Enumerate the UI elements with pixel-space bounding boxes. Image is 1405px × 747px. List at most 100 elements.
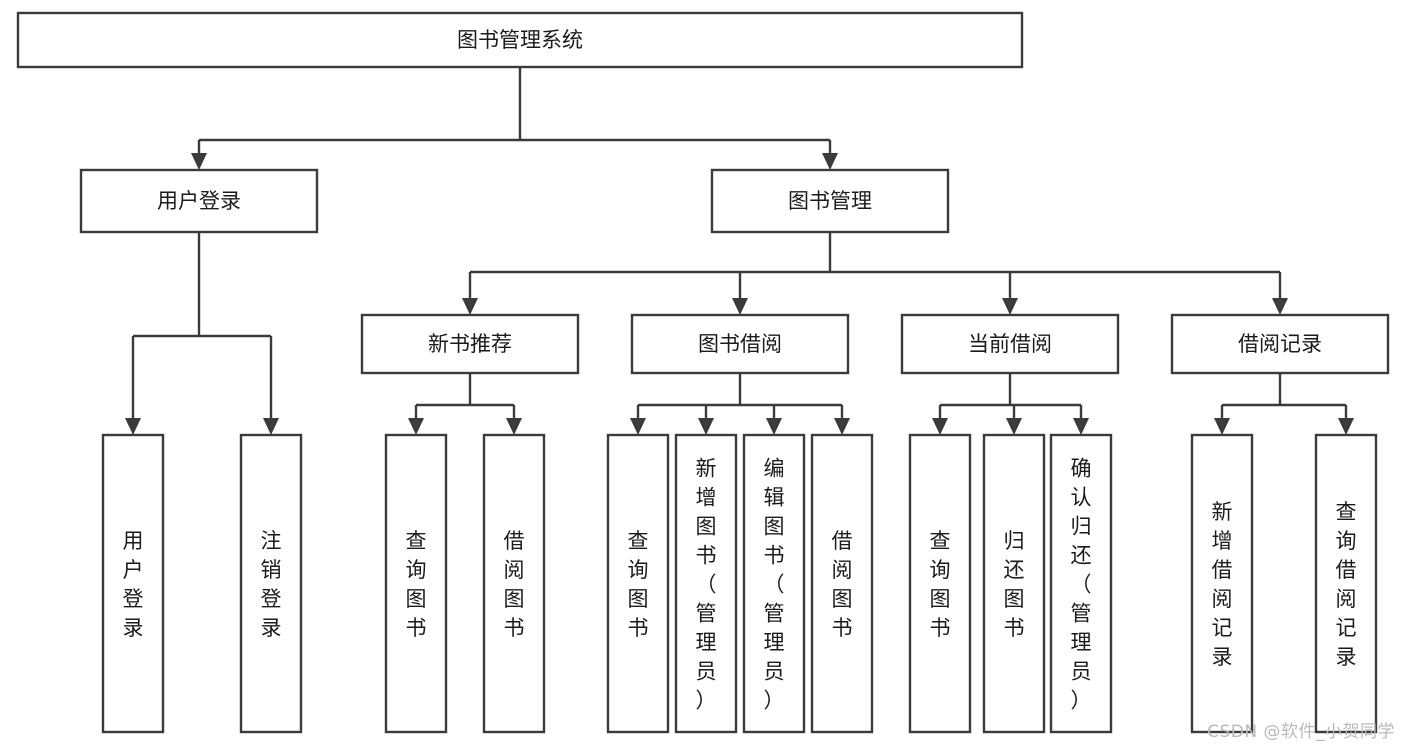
node-label-char: 借: [1336, 558, 1357, 582]
node-label-char: 查: [1336, 500, 1357, 524]
node-label-char: 员: [764, 660, 785, 684]
arrow-head-icon: [732, 298, 748, 315]
node-label-char: 询: [930, 558, 951, 582]
node-label-char: 图: [406, 587, 427, 611]
node-box-root[interactable]: [16, 11, 1024, 69]
node-label-char: 查: [628, 529, 649, 553]
arrow-head-icon: [1214, 418, 1230, 435]
node-box-leaf-borrow-book[interactable]: [810, 433, 874, 734]
node-label-char: 查: [930, 529, 951, 553]
edges-layer: [125, 67, 1354, 435]
arrow-head-icon: [630, 418, 646, 435]
node-label-char: 增: [1212, 529, 1233, 553]
node-label-char: ）: [1071, 689, 1092, 713]
node-box-leaf-user-logout[interactable]: [239, 433, 303, 734]
node-label-char: 录: [1336, 645, 1357, 669]
node-box-leaf-query-book-current[interactable]: [908, 433, 972, 734]
node-box-leaf-confirm-return-admin[interactable]: [1049, 433, 1113, 734]
node-label-char: 新: [696, 457, 717, 481]
node-box-leaf-query-book-borrow[interactable]: [606, 433, 670, 734]
node-box-leaf-query-book-recommend[interactable]: [384, 433, 448, 734]
node-label-char: 阅: [1212, 587, 1233, 611]
node-box-book-borrow[interactable]: [630, 313, 850, 375]
arrow-head-icon: [932, 418, 948, 435]
node-label-char: 还: [1004, 558, 1025, 582]
node-user-login[interactable]: 用户登录: [79, 168, 319, 234]
node-box-leaf-add-borrow-record[interactable]: [1190, 433, 1254, 734]
node-label-char: 员: [696, 660, 717, 684]
node-label-current-borrow: 当前借阅: [968, 332, 1052, 356]
node-label-book-borrow: 图书借阅: [698, 332, 782, 356]
node-label-char: 新: [1212, 500, 1233, 524]
node-label-char: （: [1071, 573, 1092, 597]
node-label-char: ）: [764, 689, 785, 713]
node-label-char: 书: [504, 616, 525, 640]
arrow-head-icon: [263, 418, 279, 435]
node-box-leaf-edit-book-admin[interactable]: [742, 433, 806, 734]
node-book-borrow[interactable]: 图书借阅: [630, 313, 850, 375]
node-label-char: 归: [1004, 529, 1025, 553]
arrow-head-icon: [125, 418, 141, 435]
node-label-char: 记: [1212, 616, 1233, 640]
node-label-char: 书: [1004, 616, 1025, 640]
node-new-book-recommend[interactable]: 新书推荐: [360, 313, 580, 375]
node-label-root: 图书管理系统: [457, 28, 583, 52]
node-label-char: 图: [764, 515, 785, 539]
node-book-management[interactable]: 图书管理: [710, 168, 950, 234]
node-box-new-book-recommend[interactable]: [360, 313, 580, 375]
node-borrow-records[interactable]: 借阅记录: [1170, 313, 1390, 375]
node-root[interactable]: 图书管理系统: [16, 11, 1024, 69]
node-label-char: 确: [1071, 457, 1092, 481]
node-label-char: 理: [764, 631, 785, 655]
node-label-char: 询: [1336, 529, 1357, 553]
node-label-char: 理: [696, 631, 717, 655]
arrow-head-icon: [834, 418, 850, 435]
node-box-leaf-borrow-book-recommend[interactable]: [482, 433, 546, 734]
node-box-book-management[interactable]: [710, 168, 950, 234]
node-label-char: 借: [1212, 558, 1233, 582]
node-label-char: 书: [764, 544, 785, 568]
node-label-char: 图: [1004, 587, 1025, 611]
node-box-leaf-query-borrow-record[interactable]: [1314, 433, 1378, 734]
node-current-borrow[interactable]: 当前借阅: [900, 313, 1120, 375]
node-box-borrow-records[interactable]: [1170, 313, 1390, 375]
node-label-char: 询: [628, 558, 649, 582]
node-label-char: 销: [261, 558, 282, 582]
node-box-user-login[interactable]: [79, 168, 319, 234]
node-label-char: 户: [123, 558, 144, 582]
arrow-head-icon: [1272, 298, 1288, 315]
node-label-char: 书: [832, 616, 853, 640]
node-label-char: 借: [832, 529, 853, 553]
node-label-char: 理: [1071, 631, 1092, 655]
arrow-head-icon: [822, 153, 838, 170]
node-label-char: （: [696, 573, 717, 597]
node-box-leaf-user-login[interactable]: [101, 433, 165, 734]
node-label-char: 员: [1071, 660, 1092, 684]
arrow-head-icon: [506, 418, 522, 435]
node-label-book-management: 图书管理: [788, 189, 872, 213]
node-label-char: 记: [1336, 616, 1357, 640]
node-label-char: 书: [628, 616, 649, 640]
node-leaf-user-login[interactable]: 用户登录: [101, 433, 165, 734]
node-label-char: 书: [930, 616, 951, 640]
node-label-char: 图: [930, 587, 951, 611]
node-box-current-borrow[interactable]: [900, 313, 1120, 375]
node-box-leaf-add-book-admin[interactable]: [674, 433, 738, 734]
csdn-watermark: CSDN @软件_小贺同学: [1207, 722, 1395, 742]
arrow-head-icon: [766, 418, 782, 435]
node-label-char: 编: [764, 457, 785, 481]
node-box-leaf-return-book[interactable]: [982, 433, 1046, 734]
